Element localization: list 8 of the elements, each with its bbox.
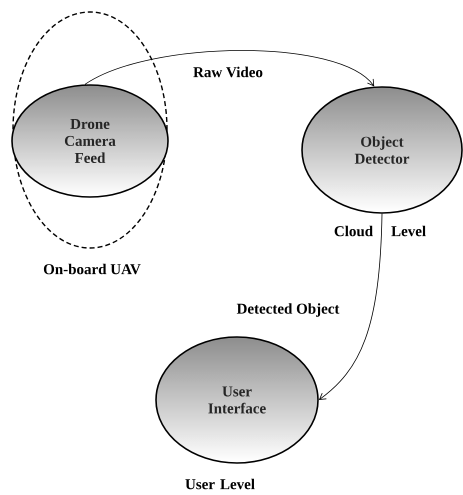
dashed-ellipse [12, 11, 168, 274]
edge-label: Detected Object [236, 303, 340, 317]
level-label: Cloud Level [334, 226, 426, 236]
arrow [84, 50, 374, 86]
arrow [318, 213, 382, 400]
group-heading: On-board UAV [44, 264, 141, 274]
level-label: User Level [185, 478, 255, 490]
edge-label: Raw Video [193, 66, 262, 78]
